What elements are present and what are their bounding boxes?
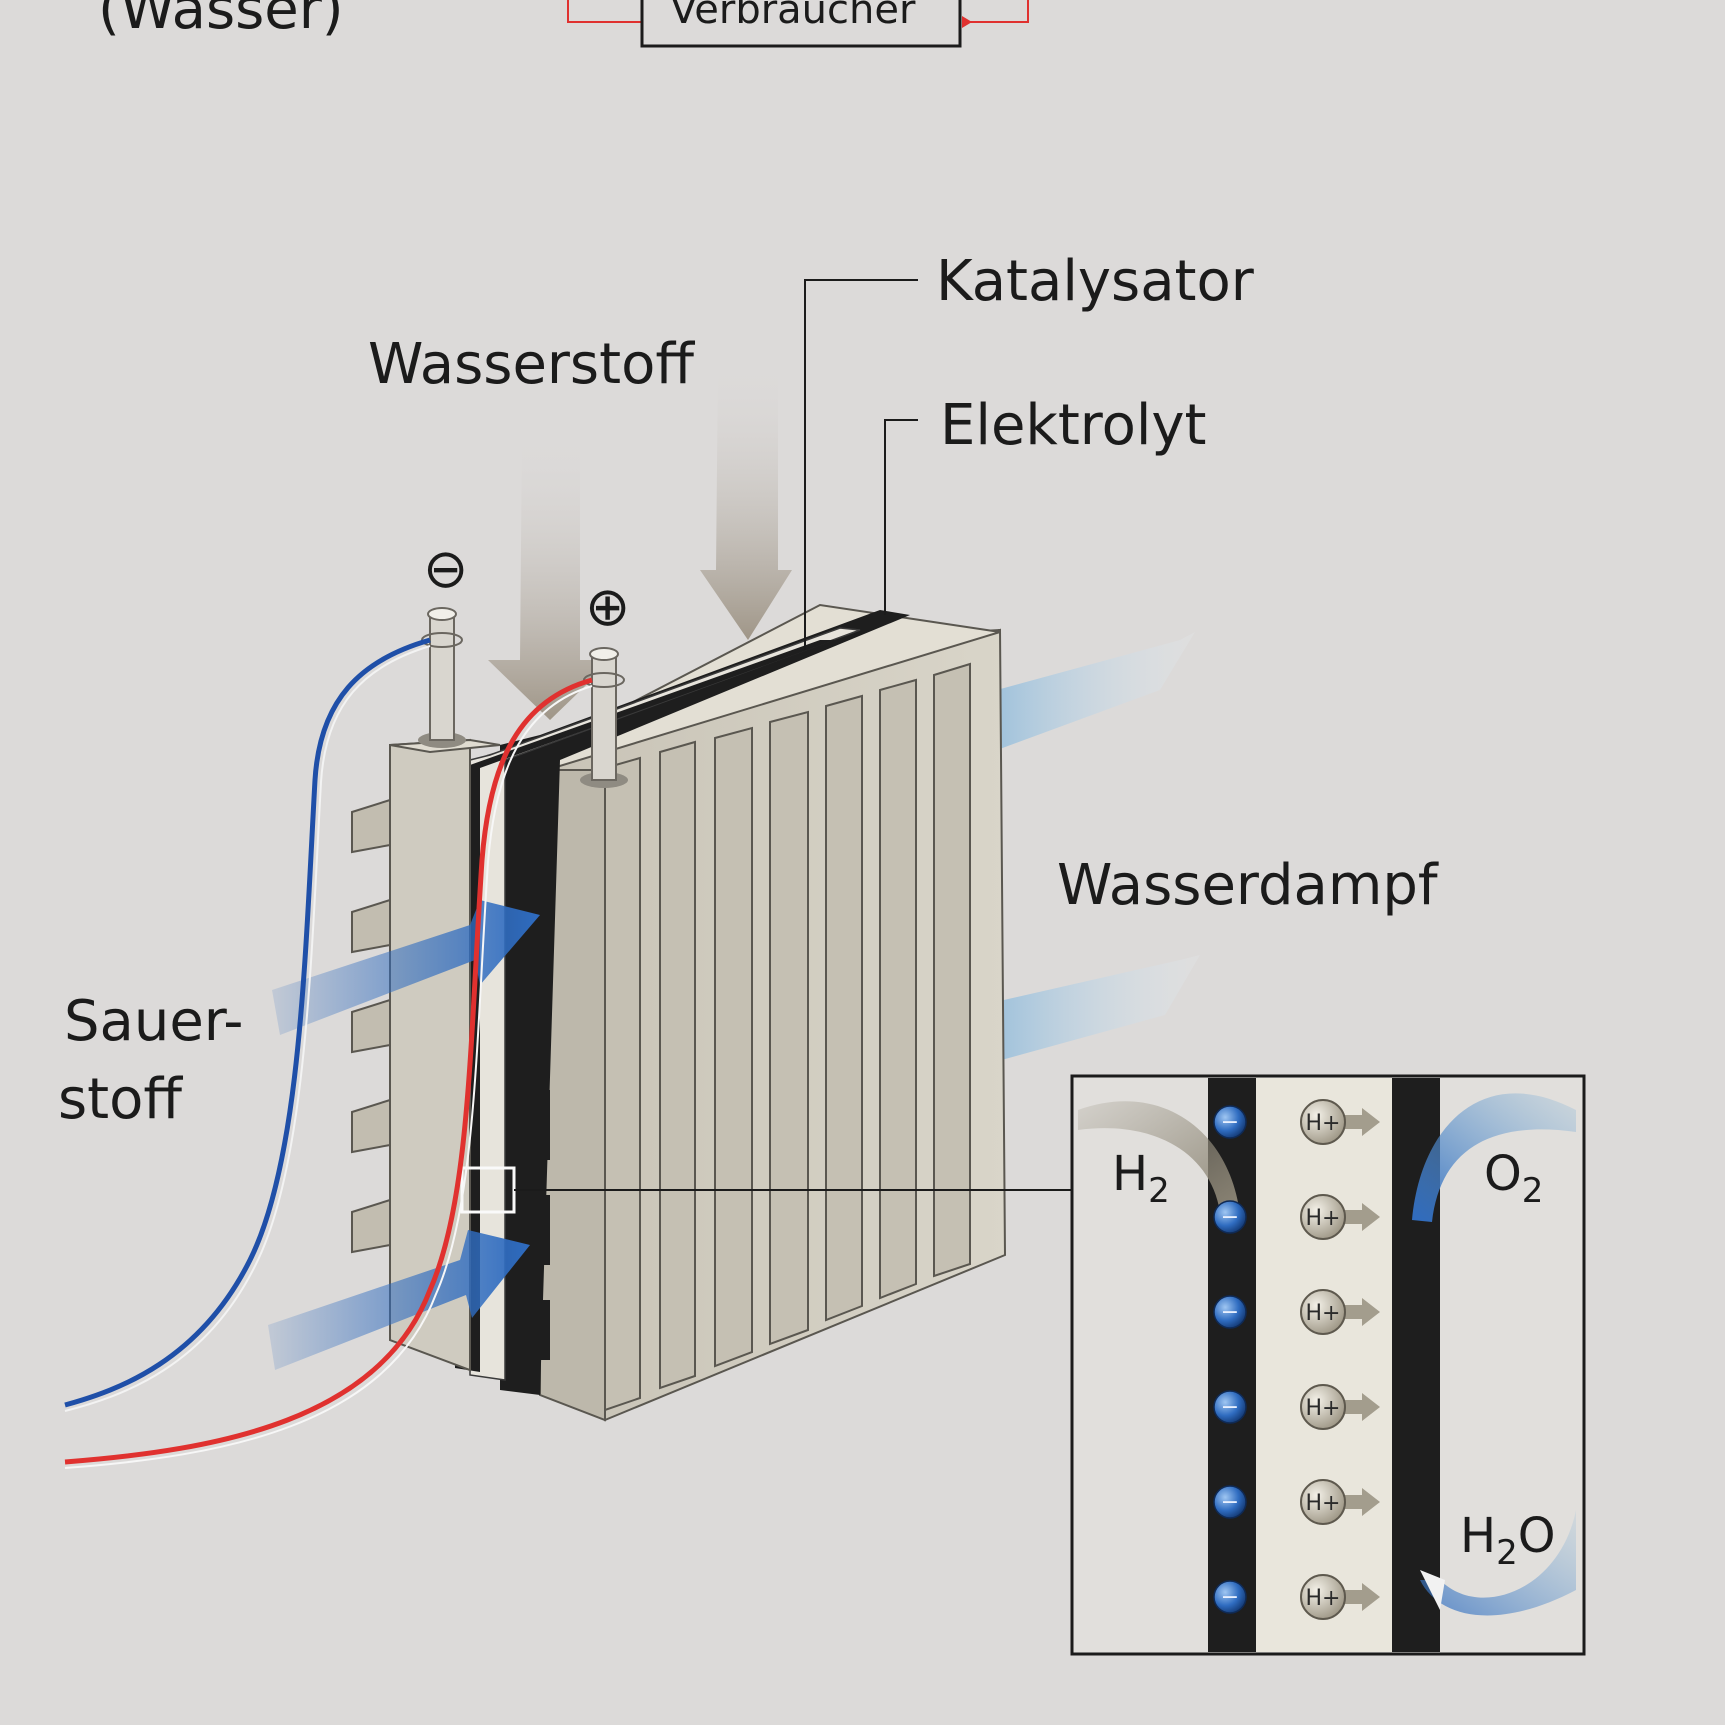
electron-symbol: − (1221, 1110, 1239, 1135)
fuel-cell-stack (351, 603, 1072, 1422)
label-verbraucher: Verbraucher (670, 0, 916, 33)
label-katalysator: Katalysator (936, 249, 1254, 314)
electron-symbol: − (1221, 1300, 1239, 1325)
wire-positive (64, 677, 593, 1465)
hydrogen-ion-label: H+ (1306, 1396, 1341, 1421)
hydrogen-ion-particle (1300, 1289, 1346, 1335)
hydrogen-ion-particle (1300, 1574, 1346, 1620)
electron-symbol: − (1221, 1395, 1239, 1420)
red-line-top-left (567, 0, 642, 23)
terminal-positive-post (580, 647, 628, 788)
electron-particle (1213, 1295, 1247, 1329)
verbraucher-box (640, 0, 962, 48)
steam-flow-arrows (960, 632, 1200, 1070)
hydrogen-ion-label: H+ (1306, 1301, 1341, 1326)
hydrogen-ion-label: H+ (1306, 1586, 1341, 1611)
electron-particle (1213, 1580, 1247, 1614)
hydrogen-flow-arrows (488, 360, 792, 720)
hydrogen-ion-label: H+ (1306, 1111, 1341, 1136)
terminal-negative-symbol: ⊖ (423, 537, 469, 600)
wire-negative (64, 637, 431, 1408)
label-elektrolyt: Elektrolyt (940, 393, 1207, 458)
leader-elektrolyt (884, 419, 918, 615)
inset-label-o2: O2 (1484, 1146, 1544, 1211)
hydrogen-ion-particle (1300, 1194, 1346, 1240)
electron-particle (1213, 1390, 1247, 1424)
red-line-top-right (962, 0, 1029, 23)
electron-particle (1213, 1105, 1247, 1139)
label-wasser-top: (Wasser) (98, 0, 344, 42)
electron-symbol: − (1221, 1490, 1239, 1515)
inset-detail-panel (1070, 1074, 1586, 1656)
electron-symbol: − (1221, 1585, 1239, 1610)
o2-inflow-arc (1412, 1093, 1576, 1222)
label-sauerstoff-line2: stoff (58, 1067, 182, 1132)
hydrogen-ion-particle (1300, 1384, 1346, 1430)
leader-katalysator (804, 279, 918, 650)
hydrogen-ion-label: H+ (1306, 1491, 1341, 1516)
hydrogen-ion-particle (1300, 1479, 1346, 1525)
inset-label-h2: H2 (1112, 1146, 1170, 1211)
label-wasserstoff: Wasserstoff (368, 332, 694, 397)
terminal-negative-post (418, 607, 466, 748)
inset-label-h2o: H2O (1460, 1508, 1556, 1573)
label-sauerstoff-line1: Sauer- (64, 989, 244, 1054)
electron-particle (1213, 1200, 1247, 1234)
electron-particle (1213, 1485, 1247, 1519)
inset-particles: − H+ − H+ − H+ − H+ − H+ − H+ (1213, 1099, 1380, 1620)
h2o-outflow-arc (1420, 1510, 1576, 1616)
hydrogen-ion-label: H+ (1306, 1206, 1341, 1231)
hydrogen-ion-particle (1300, 1099, 1346, 1145)
terminal-positive-symbol: ⊕ (585, 575, 631, 638)
oxygen-flow-arrows (268, 900, 540, 1370)
electron-symbol: − (1221, 1205, 1239, 1230)
label-wasserdampf: Wasserdampf (1057, 853, 1438, 918)
